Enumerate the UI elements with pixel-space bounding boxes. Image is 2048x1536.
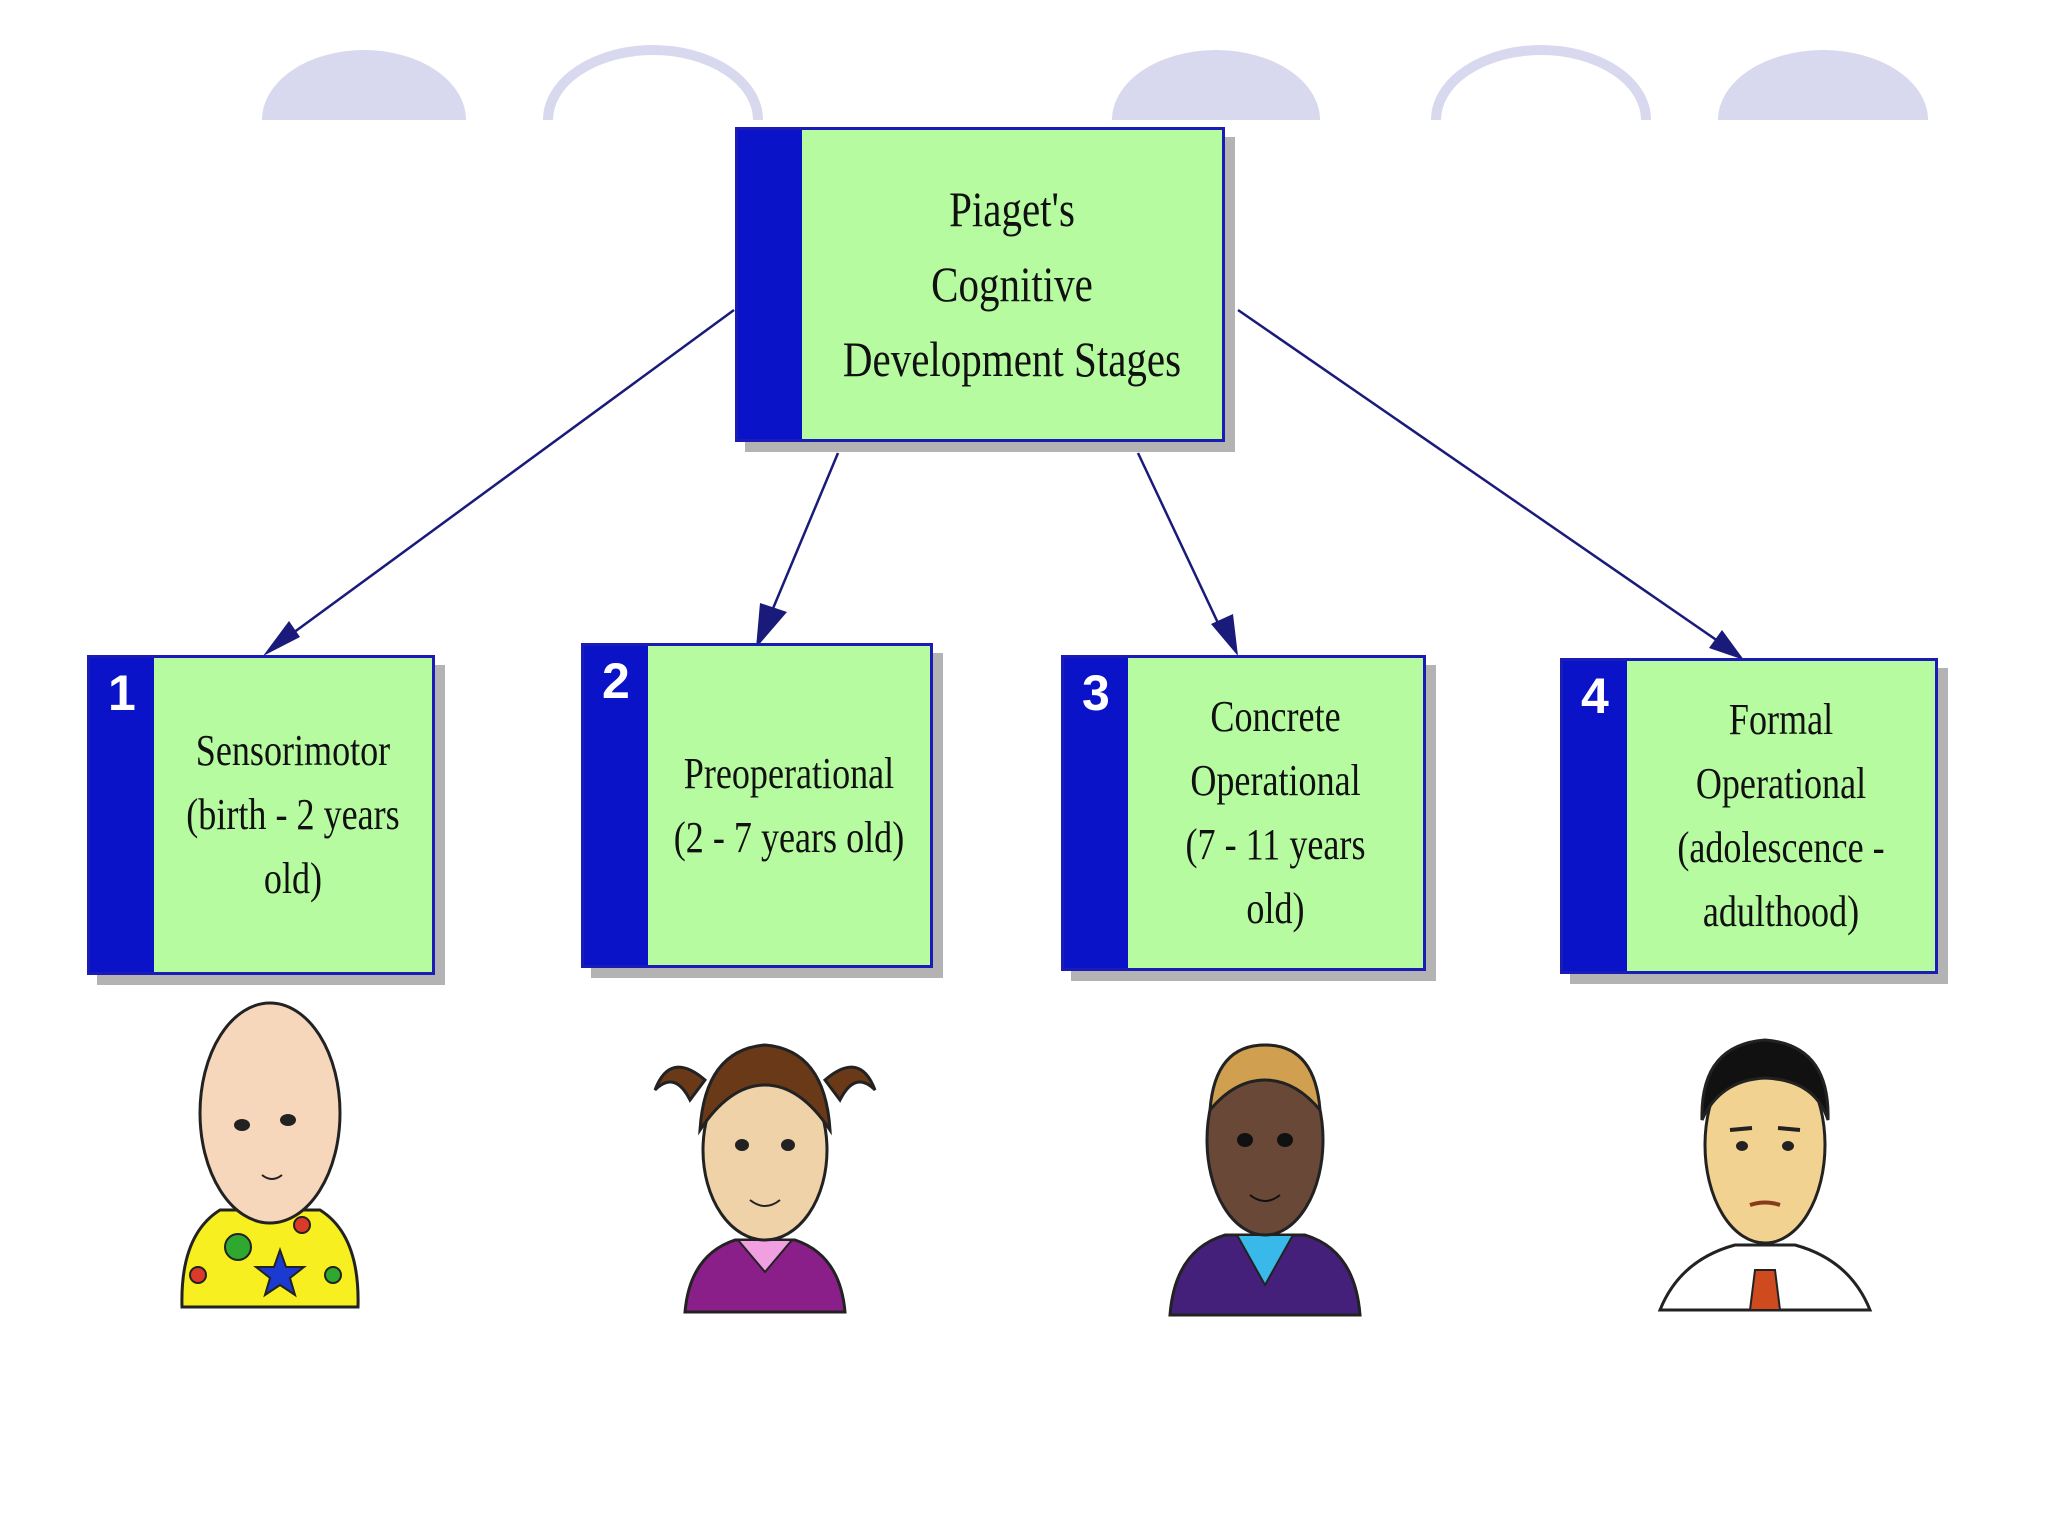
stage-number-2: 2 [602,653,630,709]
stage-band-4 [1563,661,1627,971]
stage-number-1: 1 [108,665,136,721]
root-label: Piaget's Cognitive Development Stages [842,181,1182,387]
stage-box-1: 1 Sensorimotor (birth - 2 years old) [87,655,435,975]
stage-box-3: 3 Concrete Operational (7 - 11 years old… [1061,655,1426,971]
stage-label-3: Concrete Operational (7 - 11 years old) [1185,692,1366,933]
stage-box-2: 2 Preoperational (2 - 7 years old) [581,643,933,968]
arc-2 [543,45,763,121]
arrow-line-1 [277,308,735,646]
arrowhead-3 [1211,614,1238,656]
arrow-line-3 [1136,452,1228,641]
arrowhead-1 [263,621,300,656]
arc-4 [1431,45,1651,121]
arrowhead-4 [1709,630,1744,660]
stage-number-4: 4 [1581,668,1609,724]
stage-label-1: Sensorimotor (birth - 2 years old) [186,726,400,903]
stage-band-1 [90,658,154,972]
arrowhead-2 [756,603,787,648]
root-band [738,130,802,439]
boy-icon [1168,1043,1362,1317]
baby-icon [180,1001,360,1309]
arrow-line-4 [1237,308,1729,650]
decorative-arcs [262,45,1928,121]
stage-band-3 [1064,658,1128,968]
arrow-line-2 [762,452,840,631]
man-icon [1657,1038,1873,1312]
girl-icon [653,1043,877,1314]
arc-5 [1718,50,1928,120]
stage-box-4: 4 Formal Operational (adolescence - adul… [1560,658,1938,974]
root-node: Piaget's Cognitive Development Stages [735,127,1225,442]
stage-label-2: Preoperational (2 - 7 years old) [673,748,905,862]
stage-label-4: Formal Operational (adolescence - adulth… [1677,695,1885,936]
arc-3 [1112,50,1320,120]
stage-number-3: 3 [1082,665,1110,721]
arc-1 [262,50,466,120]
stage-band-2 [584,646,648,965]
